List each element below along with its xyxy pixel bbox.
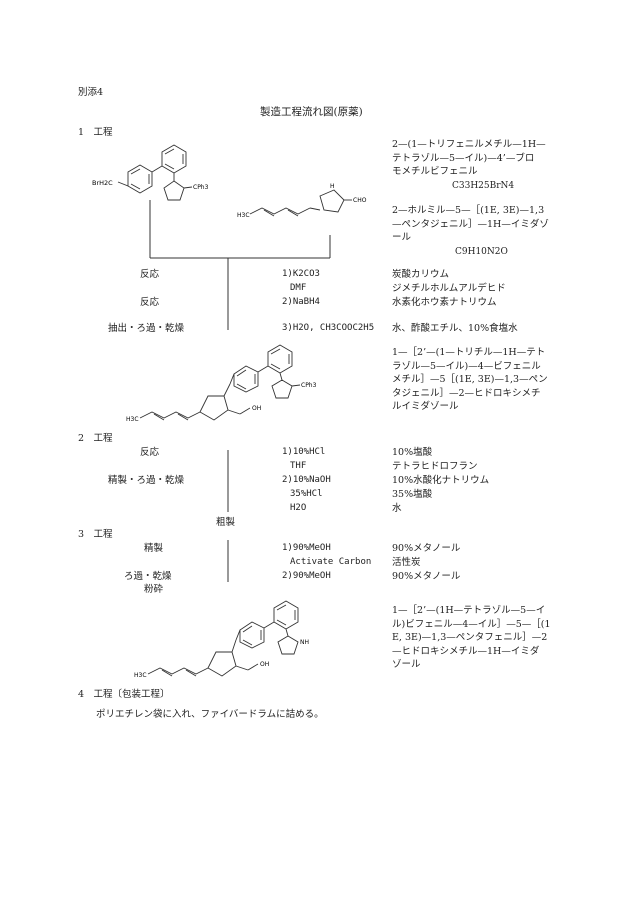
sm-a-name: 2—(1—トリフェニルメチル—1H— テトラゾル—5—イル)—4’—ブロ モメチ…	[392, 139, 546, 177]
step2-reagent-1: THF	[290, 461, 307, 471]
step1-reagent-3: 3)H2O, CH3COOC2H5	[282, 323, 375, 333]
step1-reagent-0: 1)K2CO3	[282, 269, 320, 279]
step3-reagent-2: 2)90%MeOH	[282, 571, 331, 581]
step2-reagent-0: 1)10%HCl	[282, 447, 326, 457]
h3c-label: H3C	[237, 212, 250, 219]
cph3-label-2: CPh3	[301, 382, 317, 389]
step2-meaning-2: 10%水酸化ナトリウム	[392, 475, 490, 486]
step3-op-0: 精製	[144, 543, 164, 554]
step2-reagent-2: 2)10%NaOH	[282, 475, 331, 485]
sm-a-formula: C33H25BrN4	[452, 181, 515, 191]
step2-reagent-4: H2O	[290, 503, 307, 513]
brh2c-label: BrH2C	[92, 179, 113, 187]
product1-name: 1—［2’—(1—トリチル—1H—テト ラゾル—5—イル)—4—ビフェニル メチ…	[392, 347, 548, 412]
step3-reagent-1: Activate Carbon	[290, 557, 372, 567]
step2-op-0: 反応	[140, 447, 160, 458]
h3c-label-3: H3C	[134, 672, 147, 679]
document-title: 製造工程流れ図(原薬)	[260, 106, 363, 118]
crude-intermediate: 粗製	[216, 517, 236, 528]
sm-b-formula: C9H10N2O	[455, 247, 508, 257]
step1-meaning-2: 水素化ホウ素ナトリウム	[392, 297, 497, 308]
step2-reagent-3: 35%HCl	[290, 489, 323, 499]
step3-reagent-0: 1)90%MeOH	[282, 543, 331, 553]
h-label: H	[330, 183, 335, 190]
step1-meaning-3: 水、酢酸エチル、10%食塩水	[392, 323, 518, 334]
step1-label: 1 工程	[78, 127, 113, 138]
final-product-name: 1—［2’—(1H—テトラゾル—5—イ ル)ビフェニル—4—イル］—5—［(1 …	[392, 605, 551, 670]
step2-label: 2 工程	[78, 433, 113, 444]
step3-op-2: ろ過・乾燥	[124, 571, 172, 582]
step1-meaning-0: 炭酸カリウム	[392, 269, 450, 280]
attachment-label: 別添4	[78, 87, 104, 98]
step1-meaning-1: ジメチルホルムアルデヒド	[392, 283, 506, 294]
step2-meaning-3: 35%塩酸	[392, 489, 433, 500]
cho-label: CHO	[353, 197, 367, 204]
step1-reagent-2: 2)NaBH4	[282, 297, 320, 307]
sm-b-name: 2—ホルミル—5—［(1E, 3E)—1,3 —ペンタジェニル］—1H—イミダゾ…	[392, 205, 549, 243]
cph3-label: CPh3	[193, 184, 209, 191]
step2-meaning-4: 水	[392, 503, 402, 514]
step2-op-2: 精製・ろ過・乾燥	[108, 475, 185, 486]
step1-reagent-1: DMF	[290, 283, 307, 293]
step2-meaning-0: 10%塩酸	[392, 447, 433, 458]
step3-meaning-0: 90%メタノール	[392, 543, 461, 554]
oh-label-2: OH	[260, 661, 269, 668]
step2-meaning-1: テトラヒドロフラン	[392, 461, 478, 472]
step1-op-2: 反応	[140, 297, 160, 308]
step1-op-0: 反応	[140, 269, 160, 280]
step3-label: 3 工程	[78, 529, 113, 540]
h3c-label-2: H3C	[126, 416, 139, 423]
step3-op-3: 粉砕	[144, 584, 164, 595]
step3-meaning-2: 90%メタノール	[392, 571, 461, 582]
step4-text: ポリエチレン袋に入れ、ファイバードラムに詰める。	[96, 709, 324, 720]
oh-label: OH	[252, 405, 261, 412]
step4-label: 4 工程〔包装工程〕	[78, 689, 170, 700]
step3-meaning-1: 活性炭	[392, 557, 421, 568]
nh-label: NH	[300, 639, 309, 646]
step1-op-3: 抽出・ろ過・乾燥	[108, 323, 185, 334]
